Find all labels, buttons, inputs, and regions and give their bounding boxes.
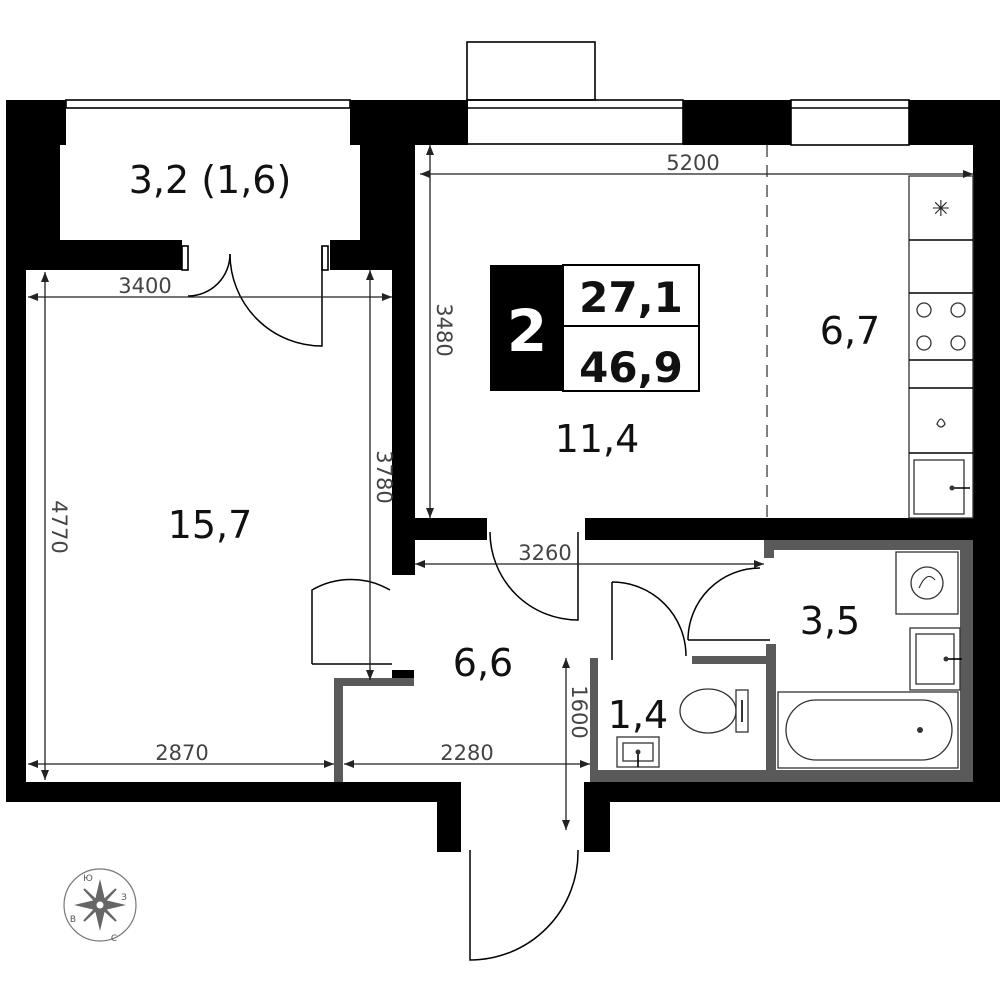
dim-4770: 4770 [47,500,71,553]
bathtub-icon [777,691,959,769]
dim-1600: 1600 [567,685,591,738]
dim-3480: 3480 [432,303,456,356]
partitions [334,540,973,782]
room-bathroom-area: 3,5 [800,599,860,643]
dim-2280: 2280 [440,741,493,765]
doors [181,245,770,961]
apartment-badge: 2 27,1 46,9 [490,264,700,392]
badge-total-area: 46,9 [579,343,683,392]
toilet-icon [679,688,749,734]
compass-icon: Ю З С В [63,868,137,944]
room-bedroom-area: 15,7 [168,503,253,547]
compass-south-label: С [111,934,117,944]
bay-window [466,41,684,145]
compass-north-label: Ю [83,874,93,884]
dim-5200: 5200 [666,151,719,175]
room-kitchen-area: 6,7 [820,309,880,353]
kitchen-sink-icon [913,459,970,515]
room-hall-area: 6,6 [453,641,513,685]
room-living-area: 11,4 [555,417,640,461]
dim-3780: 3780 [372,450,396,503]
compass-east-label: З [121,893,127,903]
wc-sink-icon [616,736,660,768]
kitchen-counter: ✳ [908,175,974,519]
room-balcony-area: 3,2 (1,6) [129,158,292,202]
fridge-icon: ✳ [932,197,950,222]
badge-room-count: 2 [507,297,547,365]
bathroom-fixtures [777,551,962,769]
dimension-lines [28,145,973,830]
stove-icon [916,302,966,351]
bathroom-sink-icon [909,627,962,691]
wc-fixtures [616,688,749,768]
dim-3260: 3260 [518,541,571,565]
compass-west-label: В [70,915,76,925]
windows [65,99,910,146]
walls [6,100,1000,852]
washing-machine-icon [895,551,959,615]
room-wc-area: 1,4 [608,693,668,737]
dishwasher-icon [936,418,946,428]
dim-3400: 3400 [118,274,171,298]
dim-2870: 2870 [155,741,208,765]
badge-living-area: 27,1 [579,273,683,322]
